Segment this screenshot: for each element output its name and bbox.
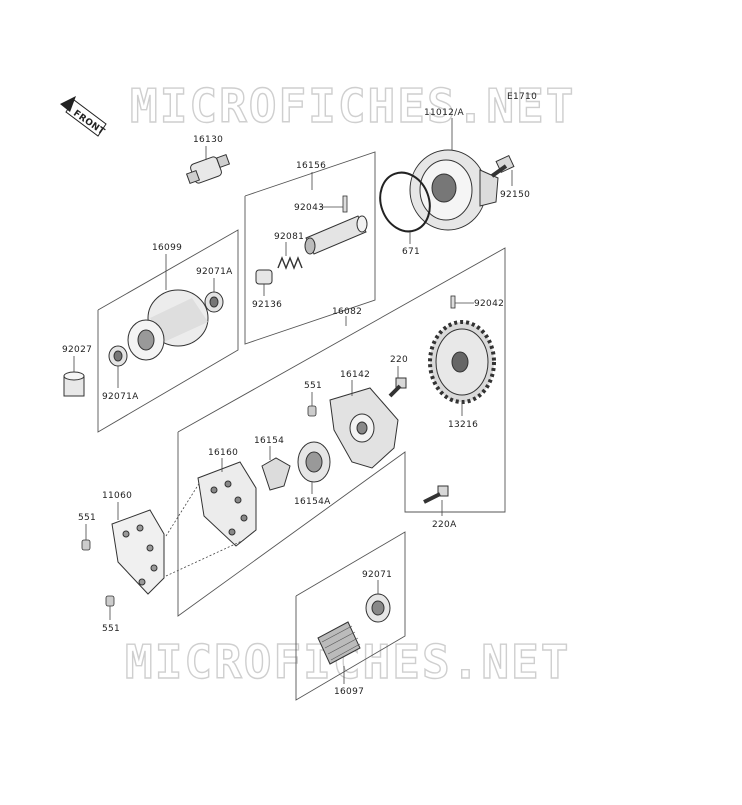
label-551-top: 551 [304,381,322,391]
part-220-bolt [388,377,407,398]
label-13216: 13216 [448,420,478,430]
box-16082 [177,247,506,617]
part-551-dowel-left [81,539,91,551]
part-551-dowel-top [307,405,317,417]
part-92071-seal [365,593,391,623]
part-16154-inner-rotor [261,457,291,491]
label-92071A-bottom: 92071A [102,392,139,402]
part-220A-bolt [423,485,449,504]
box-16156 [244,151,376,345]
label-92043: 92043 [294,203,324,213]
part-11060-gasket [111,509,165,595]
label-16130: 16130 [193,135,223,145]
part-16142-pump-cover [329,387,399,469]
label-16082: 16082 [332,307,362,317]
part-16154A-outer-rotor [297,441,331,483]
label-16097: 16097 [334,687,364,697]
part-92081-spring [277,256,303,270]
diagram-code: E1710 [507,92,537,102]
part-92150-bolt [490,154,515,178]
part-16099-filter [127,289,209,361]
label-671: 671 [402,247,420,257]
part-92071A-washer-top [204,291,224,313]
label-220A: 220A [432,520,457,530]
box-16099 [97,229,239,433]
label-551-left: 551 [78,513,96,523]
label-551-bottom: 551 [102,624,120,634]
label-92136: 92136 [252,300,282,310]
watermark-top: MICROFICHES.NET [130,79,575,133]
part-11012A-cover [409,149,499,231]
label-92071A-top: 92071A [196,267,233,277]
label-16160: 16160 [208,448,238,458]
part-16160-plate [197,461,257,547]
label-16142: 16142 [340,370,370,380]
part-551-dowel-bottom [105,595,115,607]
label-92042: 92042 [474,299,504,309]
front-arrow-icon: FRONT [60,96,107,138]
label-16154: 16154 [254,436,284,446]
label-92081: 92081 [274,232,304,242]
box-16097 [295,531,406,701]
part-671-oring [379,171,431,233]
label-92027: 92027 [62,345,92,355]
label-16156: 16156 [296,161,326,171]
part-92136-plunger [255,269,273,285]
part-16130-fitting [185,153,231,185]
label-92150: 92150 [500,190,530,200]
part-13216-gear [428,320,496,404]
label-16154A: 16154A [294,497,331,507]
part-16097-strainer [317,621,361,665]
part-92043-pin [342,195,348,213]
label-16099: 16099 [152,243,182,253]
part-92042-pin [450,295,456,309]
part-16156-valve [304,215,368,255]
part-92027-collar [63,371,85,397]
part-92071A-washer-bottom [108,345,128,367]
label-11012A: 11012/A [424,108,464,118]
label-220: 220 [390,355,408,365]
label-92071: 92071 [362,570,392,580]
label-11060: 11060 [102,491,132,501]
